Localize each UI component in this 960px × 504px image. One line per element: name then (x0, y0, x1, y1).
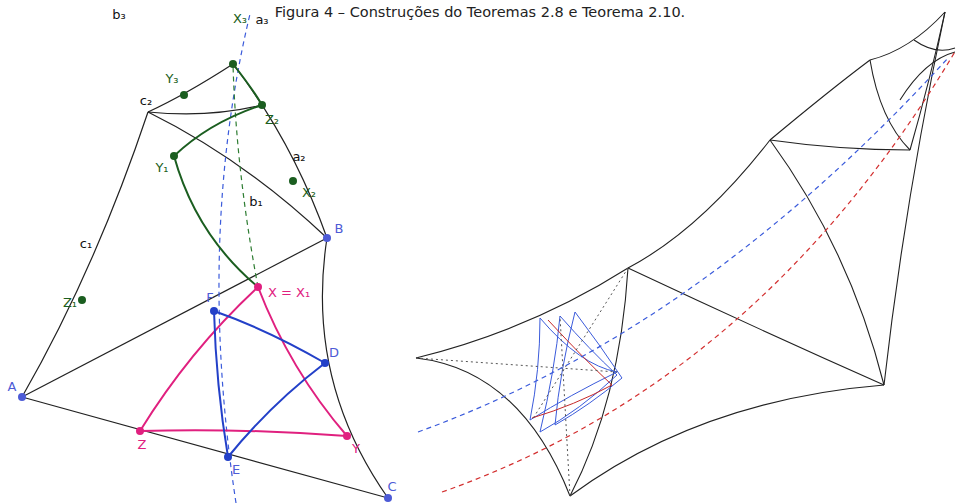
point-label: c₁ (80, 236, 92, 251)
point-label: c₂ (140, 93, 152, 108)
point-label: Y (352, 441, 360, 456)
point-label: b₃ (112, 7, 125, 22)
point-label: a₃ (255, 12, 268, 27)
point-label: Z₂ (265, 112, 279, 127)
point-label: D (329, 345, 339, 360)
point-label: Z (138, 437, 147, 452)
point-label: E (232, 462, 240, 477)
small-triangles (416, 268, 628, 496)
point-label: Y₃ (165, 71, 178, 86)
points (18, 60, 392, 502)
constructions (140, 14, 347, 503)
point-label: X = X₁ (268, 285, 310, 300)
point-label: B (335, 221, 344, 236)
point-label: A (8, 379, 17, 394)
point-label: Y₁ (155, 160, 168, 175)
point-label: X₂ (302, 185, 316, 200)
dashed-geodesics (418, 50, 956, 492)
point-label: F (206, 290, 213, 305)
figure-title: Figura 4 – Construções do Teoremas 2.8 e… (275, 5, 685, 20)
left-figure (22, 64, 388, 498)
point-label: C (387, 479, 396, 494)
right-figure (416, 12, 955, 496)
point-label: Z₁ (63, 295, 77, 310)
point-label: X₃ (233, 11, 247, 26)
point-label: b₁ (249, 194, 262, 209)
point-label: a₂ (292, 149, 305, 164)
